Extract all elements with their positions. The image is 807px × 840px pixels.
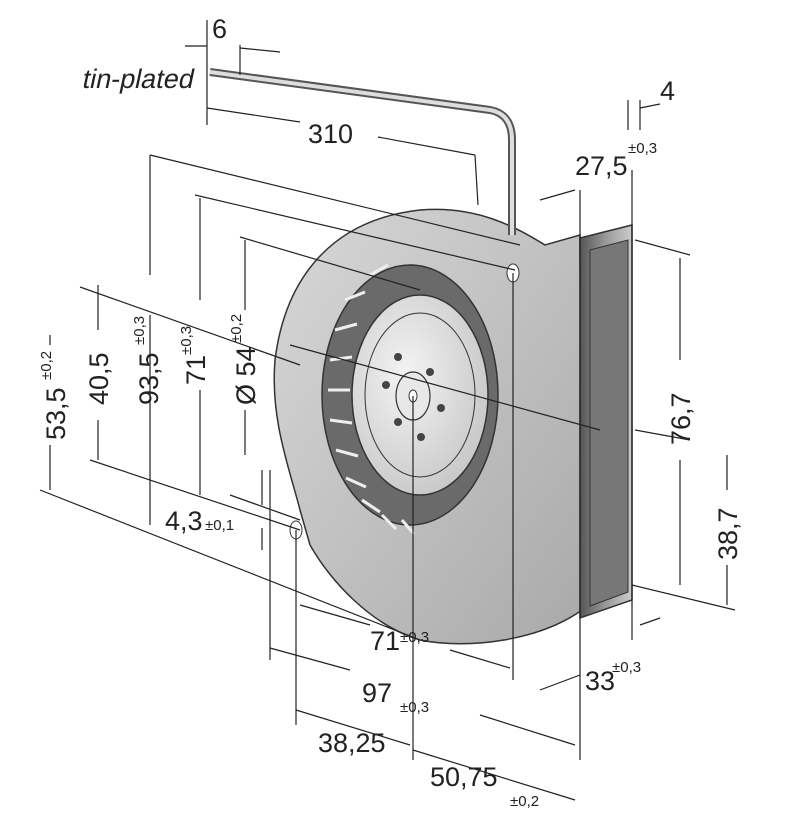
dim-wire-length: 310 xyxy=(308,119,353,149)
dim-tolerance: ±0,3 xyxy=(400,699,429,716)
lead-wires xyxy=(209,68,516,235)
dim-tolerance: ±0,2 xyxy=(38,351,55,380)
dim-tolerance: ±0,3 xyxy=(628,140,657,157)
dim-axis-height: 53,5 ±0,2 xyxy=(38,351,71,440)
fan-body xyxy=(273,208,633,645)
dim-outlet-lower: 38,7 xyxy=(713,507,743,560)
dim-tolerance: ±0,3 xyxy=(178,326,195,355)
dim-hole-spacing-v: 71±0,3 xyxy=(178,326,211,385)
dim-tolerance: ±0,3 xyxy=(400,629,429,646)
dim-hole-spacing-h: 71±0,3 xyxy=(370,626,429,656)
outlet-opening xyxy=(589,239,629,607)
dim-width-total: 97 ±0,3 xyxy=(362,678,429,716)
dim-value: 93,5 xyxy=(134,352,164,405)
dim-hole-diameter: 4,3±0,1 xyxy=(165,506,234,536)
dim-value: 71 xyxy=(370,626,400,656)
dim-inlet-diameter: Ø 54 ±0,2 xyxy=(228,314,261,405)
dim-tolerance: ±0,2 xyxy=(510,793,539,810)
dim-axis-to-hole: 40,5 xyxy=(84,352,114,405)
dim-flange-thickness: 4 xyxy=(660,76,675,106)
dim-depth: 33±0,3 xyxy=(585,659,641,696)
hub-inner-ring xyxy=(364,312,476,478)
dim-outlet-depth: 27,5±0,3 xyxy=(575,140,657,181)
dim-outlet-height: 76,7 xyxy=(666,392,696,445)
dim-value: 71 xyxy=(181,355,211,385)
dim-value: 40,5 xyxy=(84,352,114,405)
dim-value: 50,75 xyxy=(430,762,498,792)
wire-label: tin-plated xyxy=(80,63,198,94)
dim-tolerance: ±0,3 xyxy=(612,659,641,676)
dim-value: 27,5 xyxy=(575,151,628,181)
dimension-lines xyxy=(39,20,736,801)
dim-value: 33 xyxy=(585,666,615,696)
hub-screw-holes xyxy=(382,353,445,441)
dim-wire-strip: 6 xyxy=(212,14,227,44)
dim-value: 76,7 xyxy=(666,392,696,445)
dim-tolerance: ±0,1 xyxy=(205,517,234,534)
dim-value: Ø 54 xyxy=(231,346,261,405)
impeller-blades xyxy=(328,263,416,535)
dim-value: 97 xyxy=(362,678,392,708)
dim-value: 53,5 xyxy=(41,387,71,440)
dim-axis-to-outlet: 50,75 ±0,2 xyxy=(430,762,539,810)
dim-value: 4,3 xyxy=(165,506,203,536)
dim-axis-offset: 38,25 xyxy=(318,728,386,758)
dim-height-total: 93,5 ±0,3 xyxy=(131,316,164,405)
dim-tolerance: ±0,3 xyxy=(131,316,148,345)
dim-value: 38,7 xyxy=(713,507,743,560)
dim-tolerance: ±0,2 xyxy=(228,314,245,343)
